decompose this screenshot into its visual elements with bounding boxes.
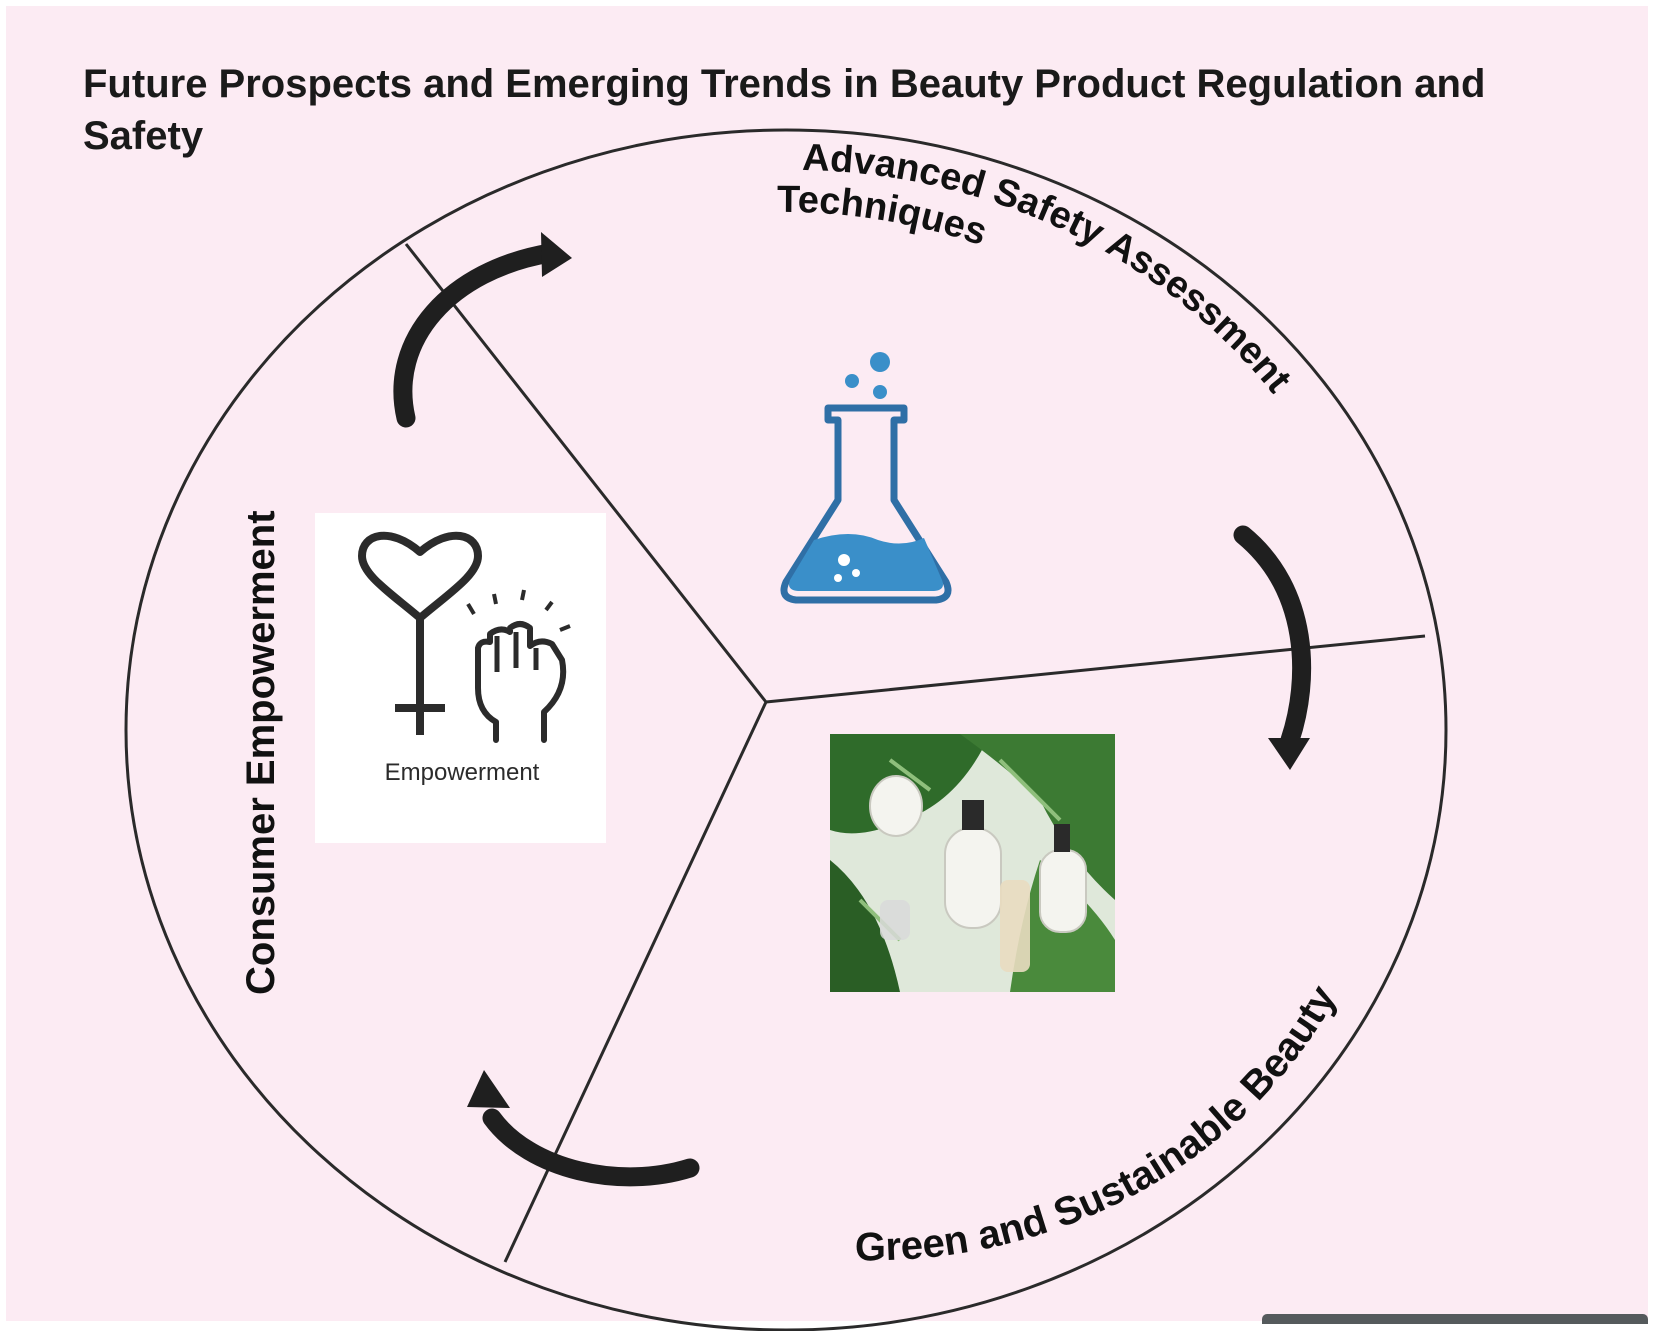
cycle-arrow-top bbox=[393, 232, 572, 428]
empowerment-icon: Empowerment bbox=[315, 513, 606, 843]
diagram-background bbox=[6, 6, 1648, 1321]
divider-line-right bbox=[765, 634, 1426, 704]
cycle-arrow-bottom bbox=[467, 1070, 700, 1187]
cycle-arrow-right bbox=[1233, 525, 1312, 770]
empowerment-caption: Empowerment bbox=[385, 759, 540, 786]
diagram-title: Future Prospects and Emerging Trends in … bbox=[83, 62, 1486, 158]
flask-icon bbox=[780, 352, 952, 604]
cycle-outline bbox=[124, 128, 1448, 1331]
segment-label-green: Green and Sustainable Beauty bbox=[855, 978, 1345, 1270]
green-beauty-products-photo bbox=[830, 734, 1115, 992]
scrollbar[interactable] bbox=[1262, 1314, 1648, 1324]
divider-line-upper bbox=[404, 243, 768, 703]
segment-label-consumer: Consumer Empowerment bbox=[239, 510, 283, 995]
